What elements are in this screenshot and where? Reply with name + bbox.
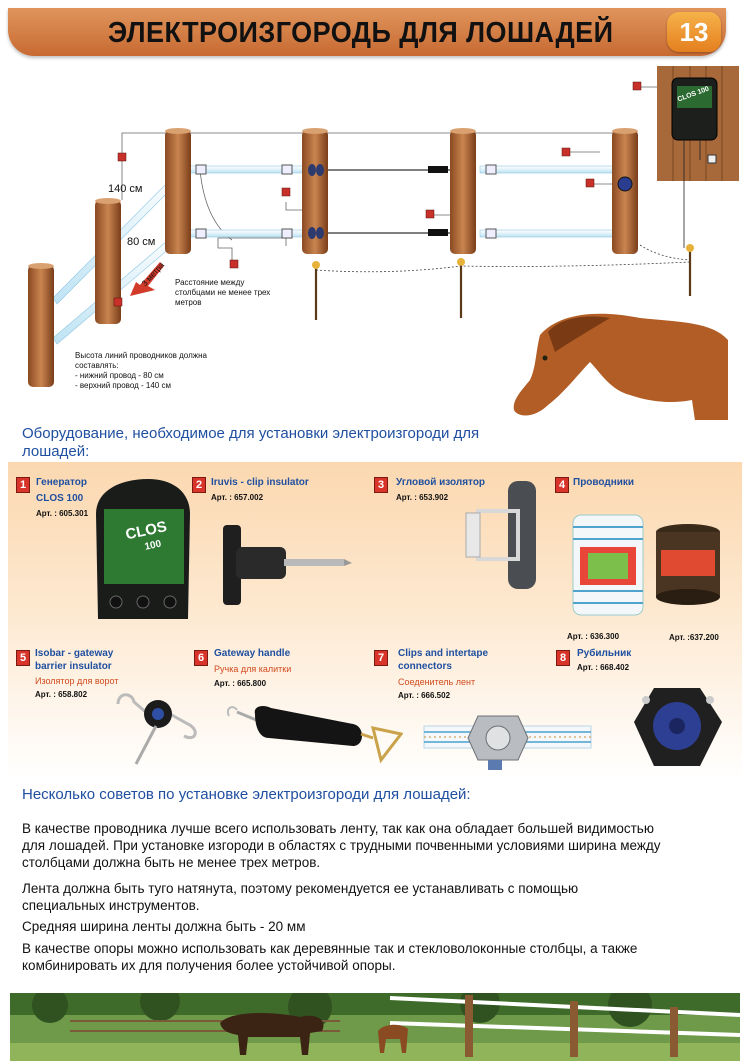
label-80cm: 80 см [127,236,156,248]
item-number: 1 [16,477,30,493]
item-name: Gateway handle [214,648,291,659]
item-number: 5 [16,650,30,666]
footer-photo [10,993,740,1061]
item-article: Арт. : 657.002 [211,493,264,502]
tip-4-line-2: комбинировать их для получения более уст… [22,958,396,973]
diagram-markers [113,81,642,307]
title-bar: ЭЛЕКТРОИЗГОРОДЬ ДЛЯ ЛОШАДЕЙ [8,8,726,56]
insulators [195,164,633,239]
corner-insulator-image [465,481,536,589]
svg-text:100: 100 [144,538,163,552]
wire-reel-image [656,524,720,605]
item-number: 6 [194,650,208,666]
equipment-panel: 1 Генератор CLOS 100 Арт. : 605.301 CLOS… [8,462,742,780]
item-subtitle: Изолятор для ворот [35,676,119,686]
item-name: Угловой изолятор [396,477,486,488]
ground-wire [315,261,691,273]
ground-rod-caps [312,244,694,269]
ground-rods [314,248,692,320]
height-note-title: Высота линий проводников должна составля… [75,351,207,370]
tip-2-line-2: специальных инструментов. [22,898,200,913]
height-note-high: - верхний провод - 140 см [75,381,171,390]
item-name: Рубильник [577,648,632,659]
fence-diagram-drawing [28,66,739,455]
item-name: Clips and intertape [398,648,489,659]
gate-insulator-image [116,693,197,765]
tape-reel-image [572,514,644,616]
page-number-badge: 13 [667,12,721,52]
item-number: 8 [556,650,570,666]
item-subtitle: Ручка для калитки [214,664,292,674]
equipment-heading: Оборудование, необходимое для установки … [22,425,480,460]
spacing-note: Расстояние между столбцами не менее трех… [175,278,271,307]
fence-diagram: 140 см 80 см 3 метра Расстояние между ст… [0,60,750,455]
item-article: Арт. : 666.502 [398,691,451,700]
item-article: Арт. : 658.802 [35,690,88,699]
tips-heading: Несколько советов по установке электроиз… [22,786,471,803]
tip-2-line-1: Лента должна быть туго натянута, поэтому… [22,881,579,896]
item-number: 3 [374,477,388,493]
height-note-low: - нижний провод - 80 см [75,371,164,380]
horse-illustration [513,313,728,455]
item-number: 2 [192,477,206,493]
item-article: Арт. : 665.800 [214,679,267,688]
item-name: connectors [398,661,452,672]
label-140cm: 140 см [108,183,143,195]
item-number: 4 [555,477,569,493]
item-article: Арт. : 653.902 [396,493,449,502]
item-name: Проводники [573,477,635,488]
tip-3-line-1: Средняя ширина ленты должна быть - 20 мм [22,919,306,934]
tip-1-line-2: для лошадей. При установке изгороди в об… [22,838,661,853]
item-subtitle: Соеденитель лент [398,677,476,687]
page-title: ЭЛЕКТРОИЗГОРОДЬ ДЛЯ ЛОШАДЕЙ [108,17,614,49]
item-name: Isobar - gateway [35,648,114,659]
item-article: Арт. : 668.402 [577,663,630,672]
generator-image: CLOS 100 [96,479,190,619]
item-name: Iruvis - clip insulator [211,477,309,488]
clip-insulator-image [223,525,352,605]
tip-4-line-1: В качестве опоры можно использовать как … [22,941,638,956]
gate-handle-image [227,706,403,764]
switch-image [634,688,722,766]
item-name: CLOS 100 [36,493,84,504]
item-article: Арт. : 636.300 [567,632,620,641]
item-number: 7 [374,650,388,666]
tip-1-line-1: В качестве проводника лучше всего исполь… [22,821,654,836]
item-name: Генератор [36,477,87,488]
item-article-2: Арт. :637.200 [669,633,719,642]
posts [28,128,638,387]
distance-arrow [130,262,164,296]
item-article: Арт. : 605.301 [36,509,89,518]
tip-1-line-3: столбцами должна быть не менее трех метр… [22,855,321,870]
item-name: barrier insulator [35,661,112,672]
tape-connector-image [423,715,592,770]
